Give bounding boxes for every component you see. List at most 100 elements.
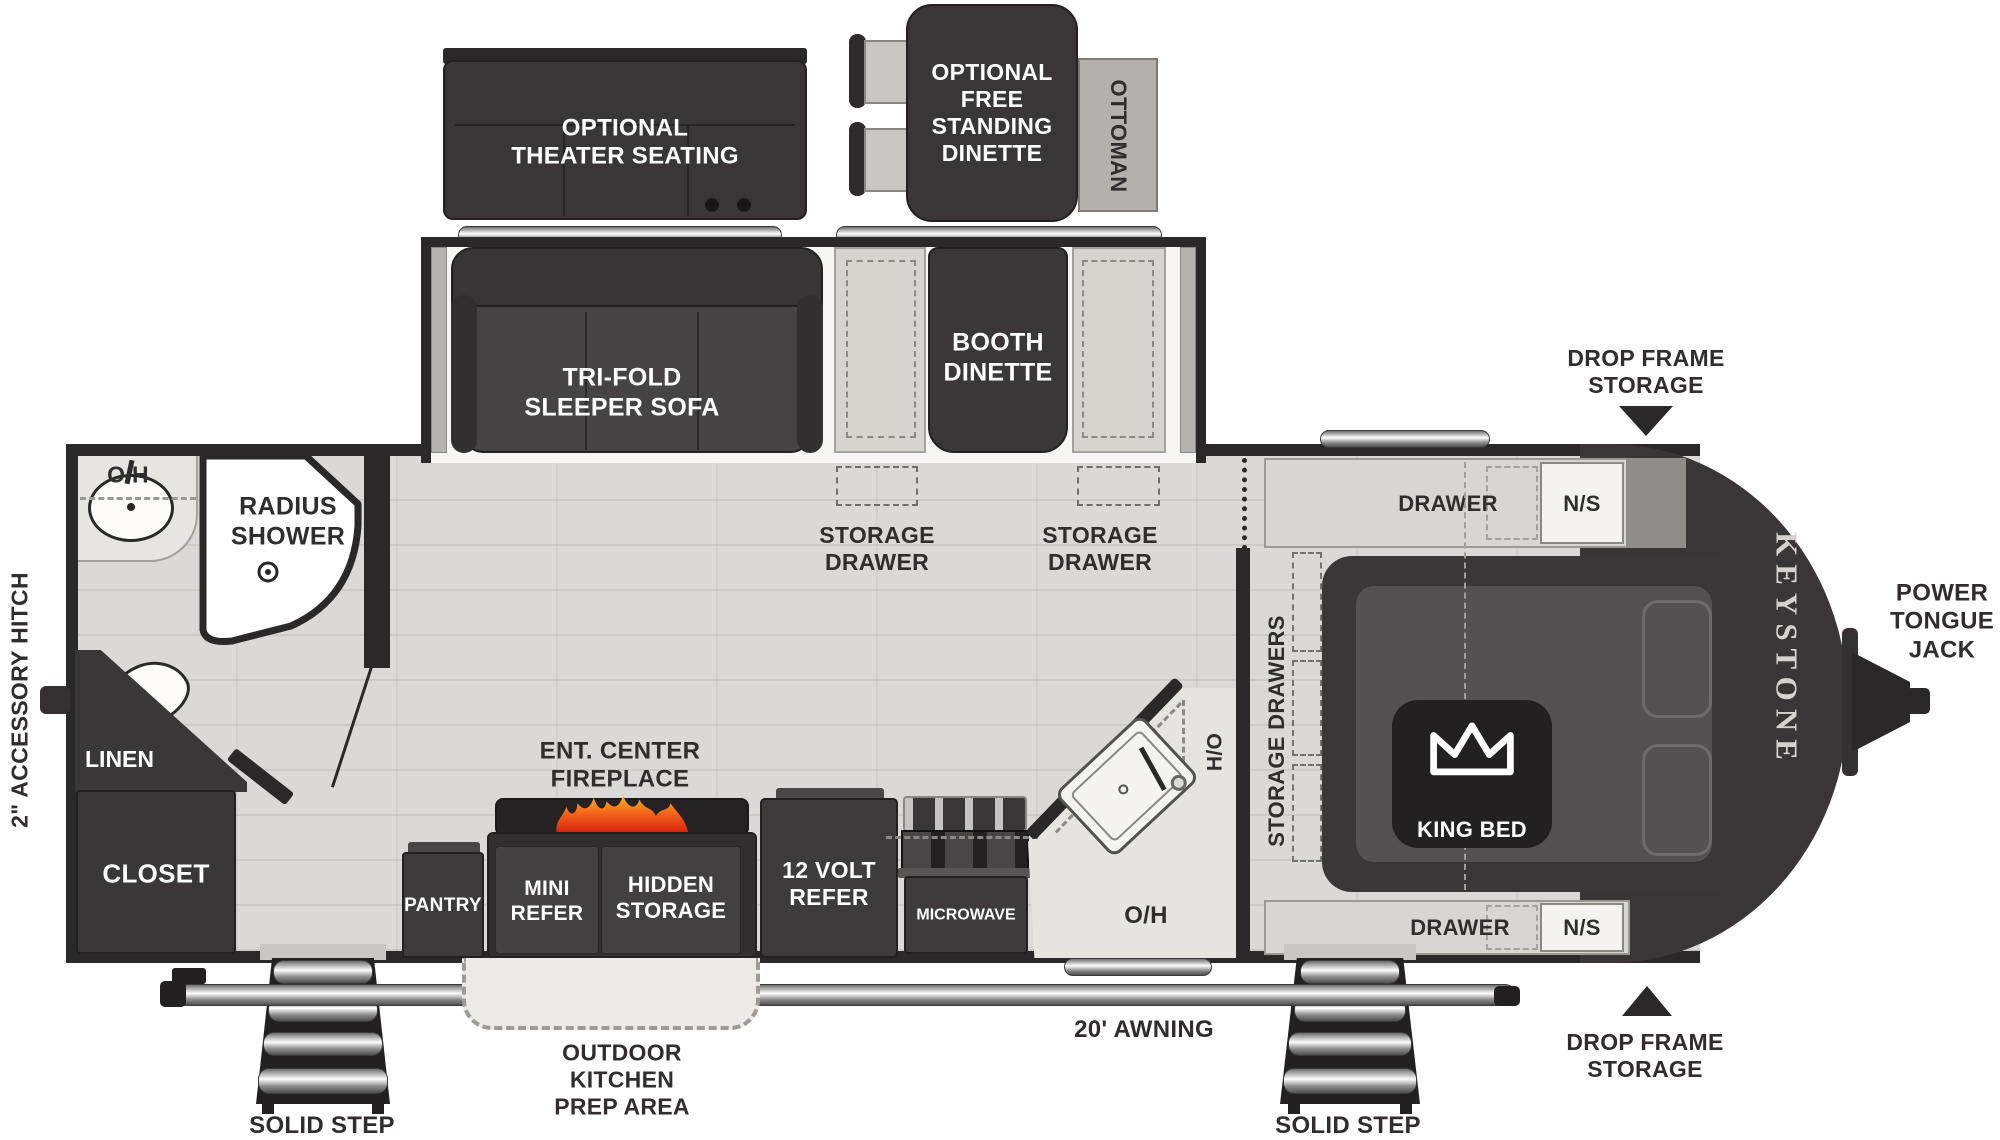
theater-seating-divider — [563, 124, 565, 216]
linen-label: LINEN — [85, 746, 154, 772]
stove-top — [903, 796, 1027, 832]
step-leg — [1400, 1096, 1412, 1114]
drawer-outline-bottom — [1486, 905, 1538, 950]
microwave-lip — [898, 868, 1034, 878]
microwave — [904, 876, 1028, 954]
arrow-up-icon — [1622, 986, 1672, 1016]
drain-icon — [127, 503, 135, 511]
twelve-volt-refer-label: 12 VOLT REFER — [782, 856, 876, 910]
drain-icon — [257, 561, 279, 583]
awning-end-cap — [172, 968, 206, 984]
power-tongue-jack-label: POWER TONGUE JACK — [1889, 579, 1995, 664]
booth-bench-storage-outline — [846, 260, 916, 438]
solid-step-left-label: SOLID STEP — [249, 1111, 395, 1139]
ottoman-label: OTTOMAN — [1105, 79, 1131, 193]
king-bed-label: KING BED — [1417, 817, 1527, 843]
mini-refer-label: MINI REFER — [510, 877, 584, 925]
awning-rail — [168, 984, 1516, 1006]
tongue-jack-tip — [1906, 688, 1930, 714]
storage-drawer-label-left: STORAGE DRAWER — [819, 521, 935, 575]
accessory-hitch-knob — [40, 686, 70, 714]
ent-center-label: ENT. CENTER FIREPLACE — [539, 737, 701, 793]
step-tread — [263, 1032, 383, 1056]
sofa-back — [451, 247, 823, 313]
night-stand-bottom — [1540, 903, 1624, 952]
pillow — [1642, 744, 1712, 856]
night-stand-bottom-label: N/S — [1563, 915, 1601, 941]
slide-wall-strip — [1180, 247, 1196, 453]
sofa-armrest — [451, 295, 477, 453]
step-tread — [1300, 960, 1400, 984]
sofa-armrest — [797, 295, 823, 453]
theater-seating — [443, 60, 807, 220]
drawer-bottom-label: DRAWER — [1410, 915, 1510, 941]
storage-drawers-outline — [1292, 552, 1322, 652]
microwave-label: MICROWAVE — [916, 906, 1016, 924]
step-leg — [372, 1096, 384, 1114]
theater-seating-divider — [687, 124, 689, 216]
free-standing-dinette-label: OPTIONAL FREE STANDING DINETTE — [931, 58, 1053, 167]
outdoor-kitchen-area — [462, 958, 760, 1030]
awning-label: 20' AWNING — [1074, 1015, 1214, 1043]
bathroom-wall — [364, 444, 390, 668]
tongue-jack-housing — [1852, 652, 1910, 752]
drop-frame-top-label: DROP FRAME STORAGE — [1567, 344, 1725, 398]
storage-drawer-outline — [836, 466, 918, 506]
solid-step-right-label: SOLID STEP — [1275, 1111, 1421, 1139]
grab-handle-bar — [1064, 958, 1212, 976]
counter-dashed-edge — [886, 836, 1038, 839]
bedroom-partition-wall — [1236, 548, 1250, 958]
radius-shower — [199, 452, 362, 645]
booth-bench-storage-outline — [1082, 260, 1154, 438]
drawer-outline-top — [1486, 466, 1538, 540]
kitchen-overhead-label: O/H — [1124, 901, 1168, 929]
twelve-volt-refer — [760, 798, 898, 958]
step-tread — [258, 1068, 388, 1094]
theater-seating-seam — [455, 124, 795, 126]
awning-end-cap — [1494, 986, 1520, 1006]
night-stand-top — [1540, 462, 1624, 544]
entry-steps-left — [256, 958, 390, 1114]
storage-drawers-outline — [1292, 764, 1322, 862]
booth-dinette-table — [928, 247, 1068, 453]
pantry-lip — [408, 842, 480, 854]
bath-overhead-label: O/H — [107, 461, 149, 488]
closet-label: CLOSET — [102, 858, 210, 889]
arrow-down-icon — [1619, 406, 1673, 436]
step-tread — [1288, 1032, 1412, 1056]
crown-icon — [1430, 722, 1514, 776]
wardrobe-block-top — [1626, 458, 1686, 548]
radius-shower-label: RADIUS SHOWER — [230, 492, 346, 551]
hutch-overhead-label: H/O — [1203, 732, 1227, 772]
hidden-storage — [601, 846, 741, 954]
bed-fold-line — [1464, 462, 1466, 890]
pantry — [402, 852, 484, 958]
slide-topper-bar — [1320, 430, 1490, 448]
hidden-storage-label: HIDDEN STORAGE — [615, 872, 727, 923]
free-standing-dinette-table — [906, 4, 1078, 222]
sofa-seat-divider — [585, 312, 587, 450]
step-tread — [1283, 1068, 1417, 1094]
drop-frame-bottom-label: DROP FRAME STORAGE — [1566, 1028, 1724, 1082]
booth-bench-right — [1072, 247, 1166, 453]
storage-drawers-label: STORAGE DRAWERS — [1264, 615, 1290, 847]
drawer-top-label: DRAWER — [1398, 491, 1498, 517]
step-tread — [273, 960, 373, 984]
storage-drawer-outline — [1077, 466, 1160, 506]
ottoman — [1078, 58, 1158, 212]
night-stand-top-label: N/S — [1563, 491, 1601, 517]
pillow — [1642, 600, 1712, 718]
sofa-seat — [463, 305, 811, 453]
step-leg — [1288, 1096, 1300, 1114]
storage-drawers-outline — [1292, 660, 1322, 756]
bedroom-curtain-line — [1242, 458, 1247, 550]
booth-dinette-label: BOOTH DINETTE — [943, 328, 1053, 387]
slide-wall-strip — [431, 247, 447, 453]
storage-drawer-label-right: STORAGE DRAWER — [1042, 521, 1158, 575]
sofa-label: TRI-FOLD SLEEPER SOFA — [524, 363, 720, 422]
entry-steps-right — [1280, 958, 1420, 1114]
brand-label: KEYSTONE — [1769, 532, 1805, 768]
counter-dashed-edge — [1182, 700, 1185, 762]
flame-icon — [556, 795, 689, 835]
